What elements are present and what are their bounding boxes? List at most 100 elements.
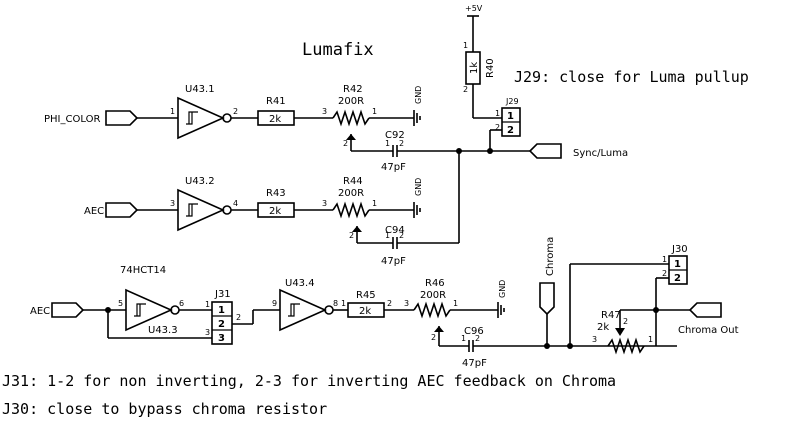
svg-text:1: 1 xyxy=(205,300,210,309)
svg-text:2: 2 xyxy=(674,273,681,284)
potentiometer-r44: R44 200R 3 1 2 xyxy=(322,176,377,243)
svg-text:1k: 1k xyxy=(469,62,480,74)
svg-text:2: 2 xyxy=(399,139,404,148)
port-phi-color: PHI_COLOR xyxy=(44,110,139,126)
svg-text:2k: 2k xyxy=(359,306,371,317)
svg-text:U43.3: U43.3 xyxy=(148,325,178,336)
svg-text:1: 1 xyxy=(648,335,653,344)
potentiometer-r42: R42 200R 3 1 2 xyxy=(322,84,377,151)
svg-text:2: 2 xyxy=(399,231,404,240)
jumper-j30: J30 1 2 1 2 xyxy=(662,244,688,285)
svg-text:1: 1 xyxy=(372,199,377,208)
svg-text:2: 2 xyxy=(343,139,348,148)
svg-text:47pF: 47pF xyxy=(381,162,406,173)
port-sync-luma: Sync/Luma xyxy=(528,143,628,159)
svg-text:2: 2 xyxy=(387,299,392,308)
resistor-r45: R45 2k 1 2 xyxy=(341,290,392,318)
jumper-j31: J31 1 2 3 1 2 3 xyxy=(205,289,241,345)
svg-text:4: 4 xyxy=(233,199,238,208)
svg-text:2: 2 xyxy=(431,333,436,342)
svg-text:R44: R44 xyxy=(343,176,363,187)
svg-text:8: 8 xyxy=(333,299,338,308)
svg-text:1: 1 xyxy=(461,334,466,343)
svg-text:6: 6 xyxy=(179,299,184,308)
svg-text:GND: GND xyxy=(498,280,507,298)
ground-3: GND xyxy=(497,280,507,318)
svg-text:1: 1 xyxy=(453,299,458,308)
svg-text:J29: J29 xyxy=(505,97,519,106)
svg-text:U43.1: U43.1 xyxy=(185,84,215,95)
svg-text:Sync/Luma: Sync/Luma xyxy=(573,148,628,159)
svg-text:2k: 2k xyxy=(269,114,281,125)
resistor-r41: R41 2k xyxy=(257,96,295,126)
svg-text:1: 1 xyxy=(372,107,377,116)
schmitt-inverter-u43-3: U43.3 5 6 xyxy=(118,288,184,336)
note-j30: J30: close to bypass chroma resistor xyxy=(2,400,327,418)
svg-text:AEC: AEC xyxy=(84,206,104,217)
svg-text:AEC: AEC xyxy=(30,306,50,317)
svg-text:3: 3 xyxy=(592,335,597,344)
svg-text:1: 1 xyxy=(218,305,225,316)
svg-text:2: 2 xyxy=(218,319,225,330)
svg-text:2: 2 xyxy=(233,107,238,116)
note-j31: J31: 1-2 for non inverting, 2-3 for inve… xyxy=(2,372,616,390)
svg-text:200R: 200R xyxy=(338,188,364,199)
svg-text:5: 5 xyxy=(118,299,123,308)
svg-text:R47: R47 xyxy=(601,310,621,321)
chip-label-74hct14: 74HCT14 xyxy=(120,265,166,276)
svg-text:200R: 200R xyxy=(420,290,446,301)
svg-text:1: 1 xyxy=(385,139,390,148)
svg-text:R41: R41 xyxy=(266,96,286,107)
svg-text:1: 1 xyxy=(662,255,667,264)
svg-text:3: 3 xyxy=(205,328,210,337)
svg-text:Chroma Out: Chroma Out xyxy=(678,325,739,336)
svg-text:1: 1 xyxy=(507,111,514,122)
capacitor-c94: C94 47pF 1 2 xyxy=(381,225,406,267)
svg-text:U43.2: U43.2 xyxy=(185,176,215,187)
svg-text:C96: C96 xyxy=(464,326,484,337)
svg-text:R42: R42 xyxy=(343,84,363,95)
svg-text:2: 2 xyxy=(236,313,241,322)
resistor-r40: 1k R40 1 2 xyxy=(463,41,496,94)
svg-text:J30: J30 xyxy=(671,244,688,255)
svg-text:GND: GND xyxy=(414,178,423,196)
svg-text:Chroma: Chroma xyxy=(545,237,556,276)
ground-1: GND xyxy=(413,86,423,126)
svg-text:3: 3 xyxy=(322,107,327,116)
svg-text:3: 3 xyxy=(170,199,175,208)
svg-text:PHI_COLOR: PHI_COLOR xyxy=(44,114,100,125)
svg-text:1: 1 xyxy=(463,41,468,50)
schmitt-inverter-u43-1: U43.1 1 2 xyxy=(170,84,238,140)
svg-text:2: 2 xyxy=(507,125,514,136)
svg-text:47pF: 47pF xyxy=(462,358,487,369)
note-j29: J29: close for Luma pullup xyxy=(514,68,749,86)
svg-text:2: 2 xyxy=(349,231,354,240)
svg-text:2: 2 xyxy=(662,269,667,278)
svg-text:2k: 2k xyxy=(597,322,609,333)
port-aec-1: AEC xyxy=(84,202,139,218)
port-aec-2: AEC xyxy=(30,302,85,318)
svg-text:2: 2 xyxy=(623,317,628,326)
svg-text:C94: C94 xyxy=(385,225,405,236)
junction xyxy=(487,148,493,154)
svg-text:2: 2 xyxy=(475,334,480,343)
svg-text:J31: J31 xyxy=(214,289,231,300)
svg-text:U43.4: U43.4 xyxy=(285,278,315,289)
ground-2: GND xyxy=(413,178,423,218)
svg-text:1: 1 xyxy=(385,231,390,240)
resistor-r43: R43 2k xyxy=(257,188,295,218)
svg-text:GND: GND xyxy=(414,86,423,104)
svg-text:9: 9 xyxy=(272,299,277,308)
svg-text:1: 1 xyxy=(341,299,346,308)
svg-text:47pF: 47pF xyxy=(381,256,406,267)
schmitt-inverter-u43-4: U43.4 9 8 xyxy=(272,278,338,332)
potentiometer-r47: R47 2k 3 1 2 xyxy=(592,310,653,355)
svg-text:1: 1 xyxy=(674,259,681,270)
svg-text:R46: R46 xyxy=(425,278,445,289)
svg-text:3: 3 xyxy=(322,199,327,208)
svg-text:1: 1 xyxy=(495,109,500,118)
vcc-label: +5V xyxy=(465,4,483,13)
diagram-title: Lumafix xyxy=(302,40,374,60)
svg-text:200R: 200R xyxy=(338,96,364,107)
